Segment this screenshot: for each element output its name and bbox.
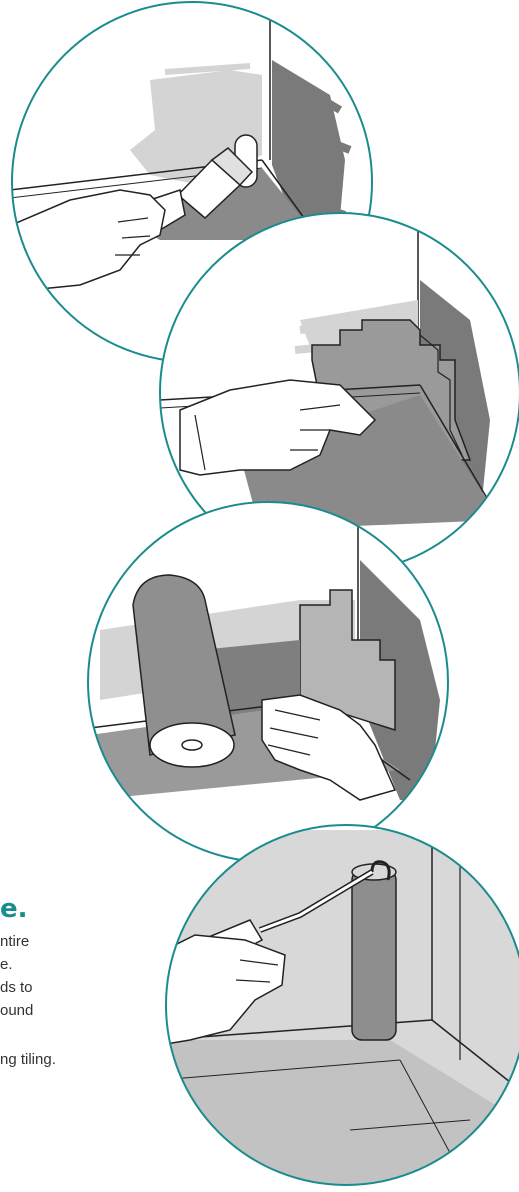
heading-fragment: e.	[0, 894, 28, 924]
step-4-paint-roller-circle	[165, 824, 519, 1186]
step-2-membrane-corner-circle	[159, 212, 519, 574]
step-3-membrane-roll-circle	[87, 501, 449, 863]
text-fragment-1: ntire	[0, 933, 30, 950]
text-fragment-4: ound	[0, 1002, 34, 1019]
text-fragment-2: e.	[0, 956, 13, 973]
text-fragment-5: ng tiling.	[0, 1051, 56, 1068]
text-fragment-3: ds to	[0, 979, 33, 996]
step-1-priming-circle	[11, 1, 373, 363]
